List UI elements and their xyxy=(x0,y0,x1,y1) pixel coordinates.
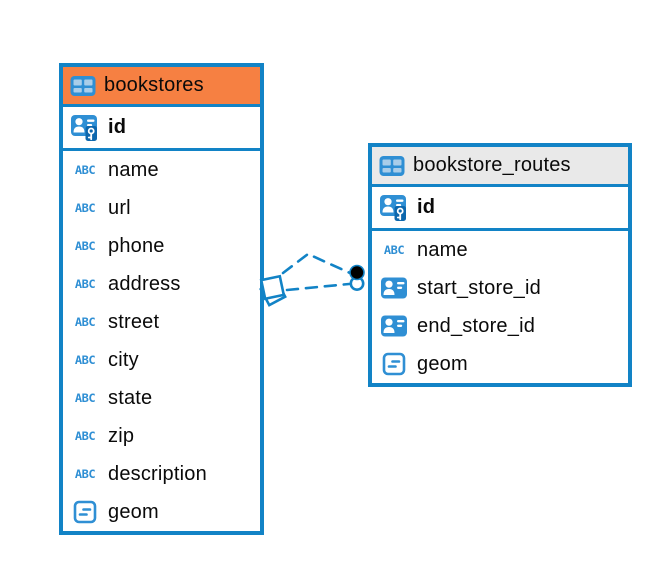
column-row-zip[interactable]: ABC zip xyxy=(63,417,260,455)
column-type-icon-cell: ABC xyxy=(70,459,100,489)
column-row-city[interactable]: ABC city xyxy=(63,341,260,379)
text-type-icon: ABC xyxy=(74,239,96,253)
relationship-target-anchor-filled-dot-icon[interactable] xyxy=(349,264,365,281)
column-row-name[interactable]: ABC name xyxy=(63,151,260,189)
column-row-geom[interactable]: geom xyxy=(372,345,628,383)
text-type-icon: ABC xyxy=(74,429,96,443)
primary-key-icon xyxy=(71,114,97,141)
column-type-icon-cell: ABC xyxy=(70,155,100,185)
column-type-icon-cell xyxy=(379,273,409,303)
table-icon xyxy=(70,75,96,96)
column-row-end_store_id[interactable]: end_store_id xyxy=(372,307,628,345)
table-title: bookstore_routes xyxy=(413,154,571,176)
column-type-icon-cell: ABC xyxy=(70,383,100,413)
table-header-bookstores[interactable]: bookstores xyxy=(63,67,260,107)
relationship-line-2[interactable] xyxy=(285,282,351,292)
column-name: address xyxy=(108,272,181,295)
column-row-name[interactable]: ABC name xyxy=(372,231,628,269)
column-row-start_store_id[interactable]: start_store_id xyxy=(372,269,628,307)
relationship-line-1[interactable] xyxy=(281,252,352,275)
column-name: description xyxy=(108,462,207,485)
column-name: geom xyxy=(417,352,468,375)
column-row-state[interactable]: ABC state xyxy=(63,379,260,417)
primary-key-icon xyxy=(380,194,406,221)
text-type-icon: ABC xyxy=(74,163,96,177)
column-name: id xyxy=(108,116,127,138)
column-name: city xyxy=(108,348,139,371)
column-name: geom xyxy=(108,500,159,523)
column-type-icon-cell xyxy=(379,193,409,223)
column-name: name xyxy=(417,238,468,261)
text-type-icon: ABC xyxy=(74,277,96,291)
text-type-icon: ABC xyxy=(383,243,405,257)
column-type-icon-cell: ABC xyxy=(70,307,100,337)
column-type-icon-cell xyxy=(379,349,409,379)
column-name: street xyxy=(108,310,160,333)
column-type-icon-cell: ABC xyxy=(70,231,100,261)
column-type-icon-cell: ABC xyxy=(70,421,100,451)
table-title: bookstores xyxy=(104,74,204,96)
column-type-icon-cell: ABC xyxy=(70,269,100,299)
column-type-icon-cell: ABC xyxy=(70,193,100,223)
foreign-key-icon xyxy=(381,277,407,299)
text-type-icon: ABC xyxy=(74,201,96,215)
relationship-target-anchor-open-dot-icon[interactable] xyxy=(349,275,365,291)
column-name: id xyxy=(417,196,436,218)
column-type-icon-cell xyxy=(70,497,100,527)
column-row-description[interactable]: ABC description xyxy=(63,455,260,493)
table-header-bookstore_routes[interactable]: bookstore_routes xyxy=(372,147,628,187)
column-name: url xyxy=(108,196,131,219)
column-row-url[interactable]: ABC url xyxy=(63,189,260,227)
column-type-icon-cell xyxy=(379,311,409,341)
column-name: name xyxy=(108,158,159,181)
text-type-icon: ABC xyxy=(74,391,96,405)
column-row-id[interactable]: id xyxy=(63,107,260,151)
column-type-icon-cell: ABC xyxy=(379,235,409,265)
geometry-type-icon xyxy=(382,352,406,376)
foreign-key-icon xyxy=(381,315,407,337)
column-name: end_store_id xyxy=(417,314,536,337)
text-type-icon: ABC xyxy=(74,353,96,367)
text-type-icon: ABC xyxy=(74,315,96,329)
relationship-source-anchor-back-diamond-icon[interactable] xyxy=(259,279,287,307)
column-row-id[interactable]: id xyxy=(372,187,628,231)
column-name: state xyxy=(108,386,153,409)
column-row-address[interactable]: ABC address xyxy=(63,265,260,303)
column-name: zip xyxy=(108,424,135,447)
column-type-icon-cell: ABC xyxy=(70,345,100,375)
column-row-street[interactable]: ABC street xyxy=(63,303,260,341)
column-row-geom[interactable]: geom xyxy=(63,493,260,531)
table-icon xyxy=(379,155,405,176)
column-name: start_store_id xyxy=(417,276,541,299)
geometry-type-icon xyxy=(73,500,97,524)
text-type-icon: ABC xyxy=(74,467,96,481)
relationship-source-anchor-diamond-icon[interactable] xyxy=(259,274,286,301)
column-name: phone xyxy=(108,234,165,257)
column-type-icon-cell xyxy=(70,113,100,143)
column-row-phone[interactable]: ABC phone xyxy=(63,227,260,265)
